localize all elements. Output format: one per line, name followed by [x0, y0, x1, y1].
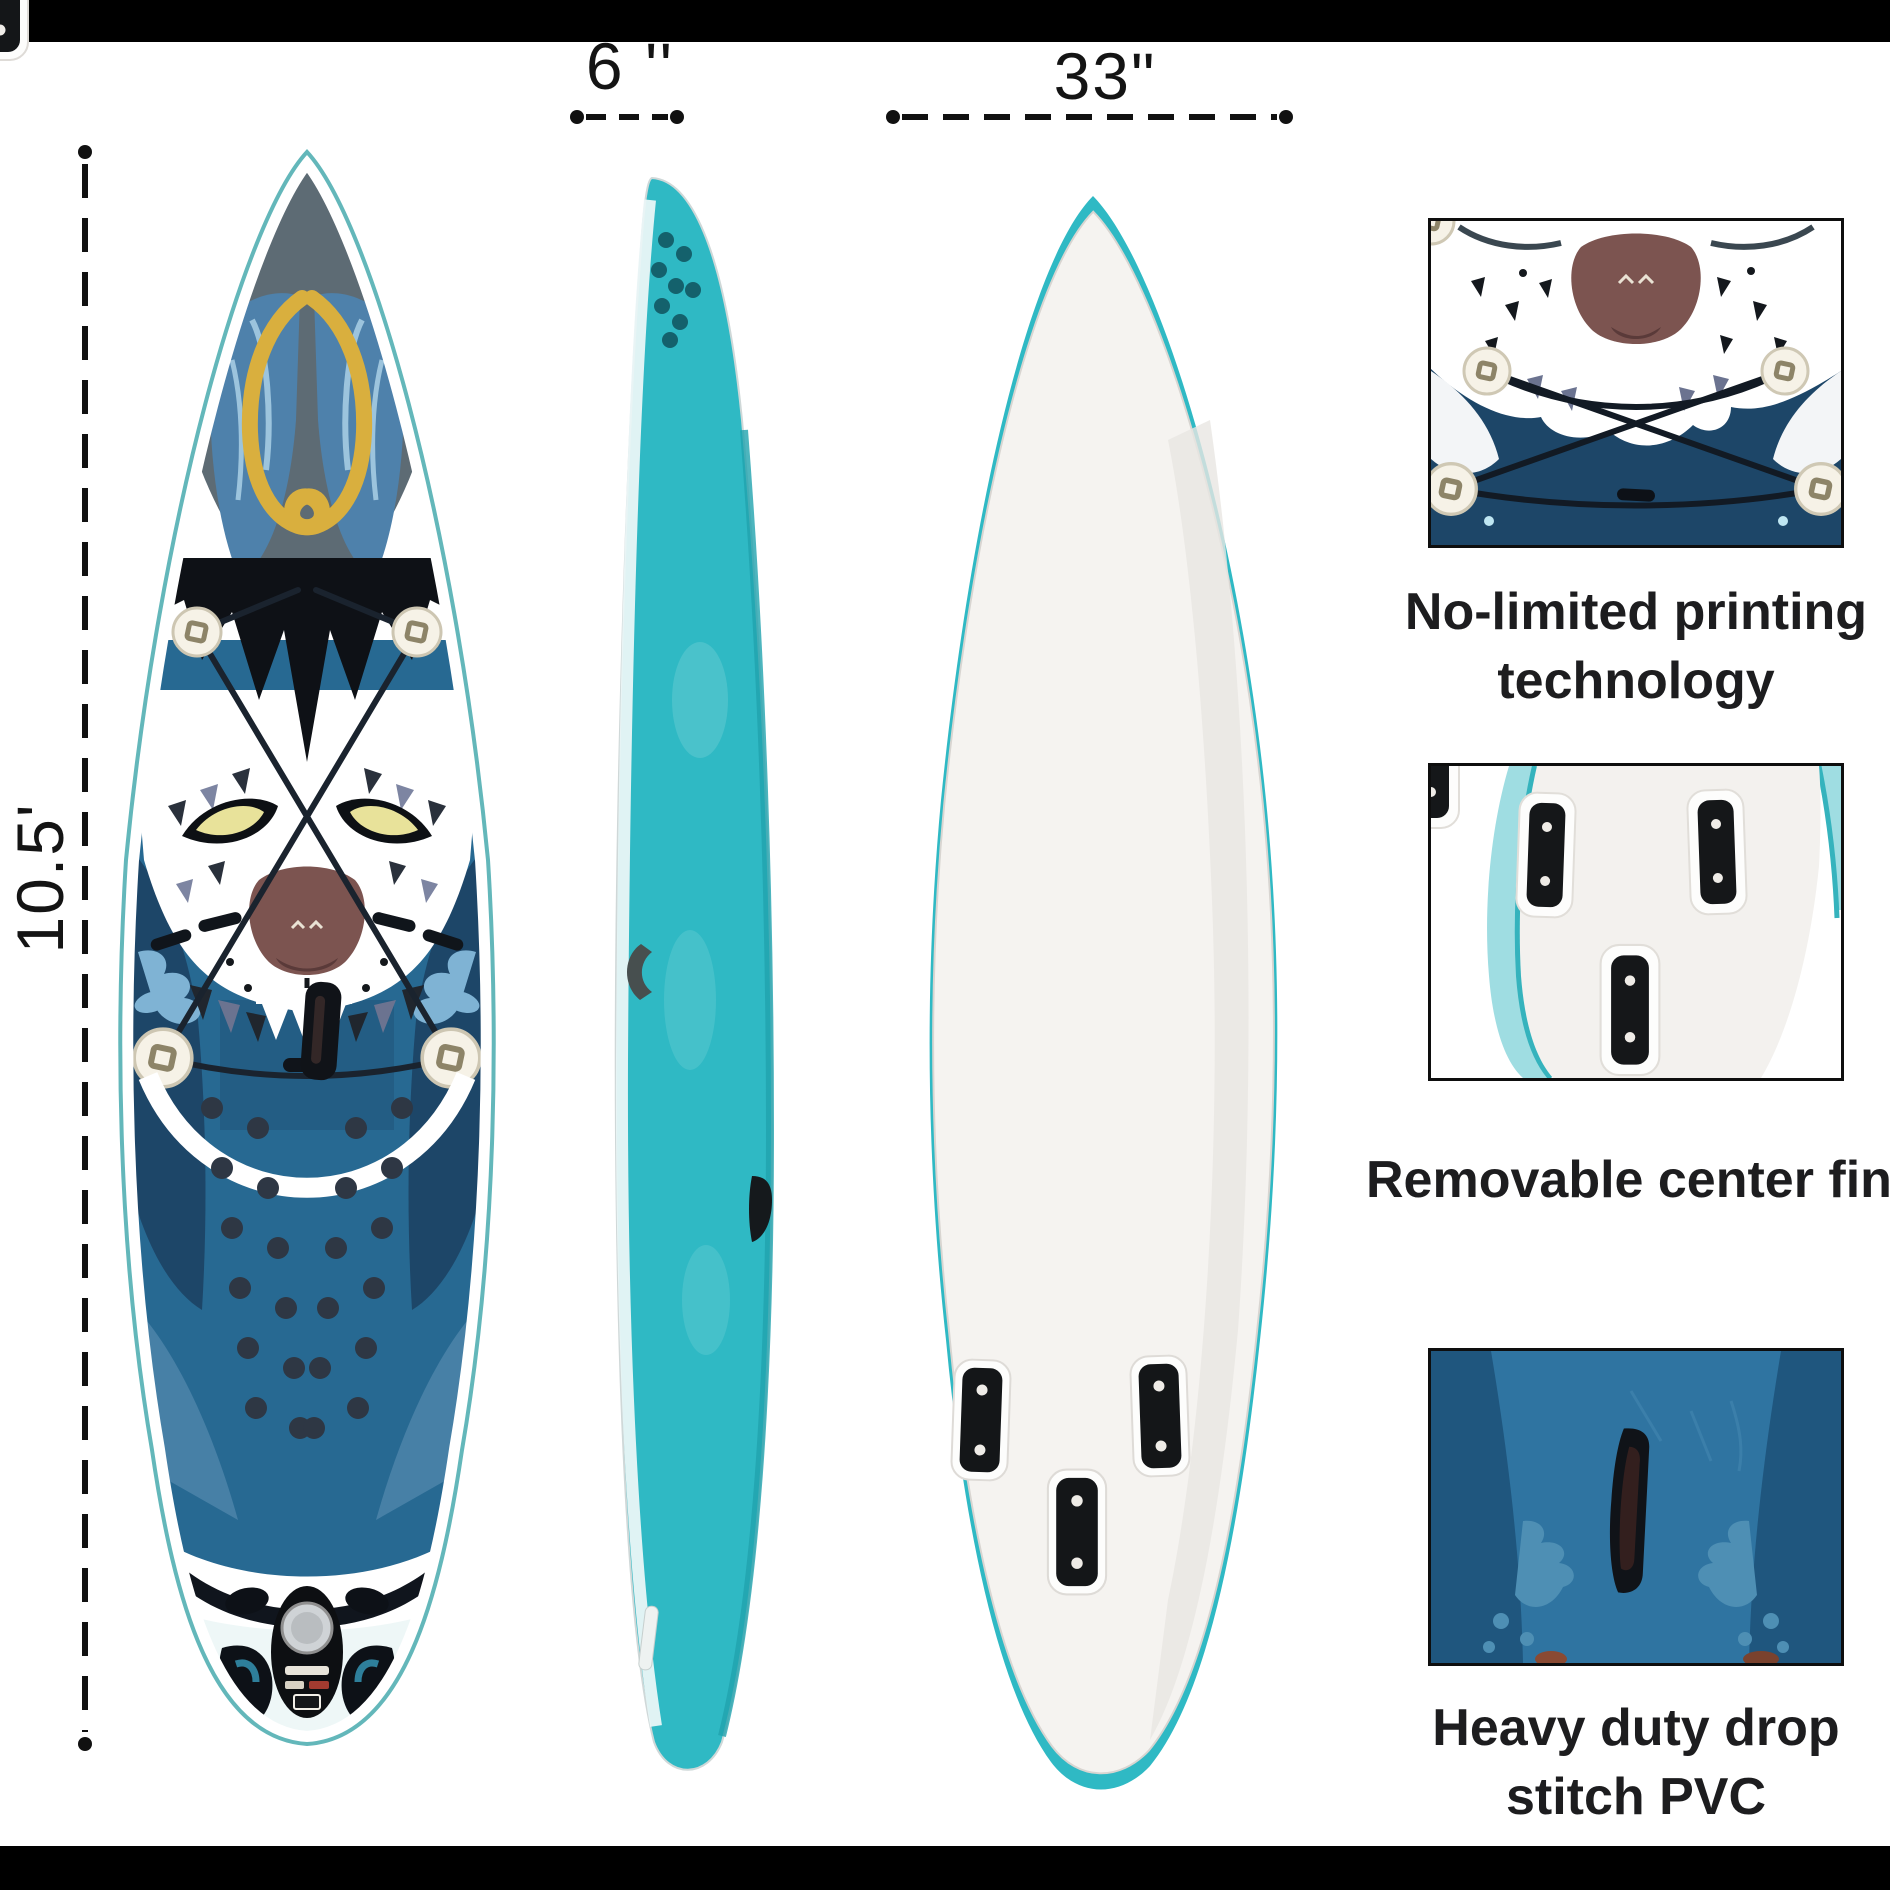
length-dimension-label: 10.5' — [3, 802, 77, 954]
printing-feature-caption: No-limited printing technology — [1404, 583, 1868, 711]
fin-mount-boxes — [0, 0, 1192, 1596]
bottom-back-view-board — [0, 0, 1278, 1790]
center-fin-feature-caption: Removable center fin — [1366, 1151, 1890, 1209]
printing-detail-box — [1428, 218, 1844, 548]
air-valve-dots — [651, 232, 701, 348]
d-ring-zoom — [1431, 221, 1841, 514]
top-letterbox-bar — [0, 0, 1890, 42]
tail-logo-badge — [271, 1586, 343, 1718]
width-dimension-line — [886, 110, 1293, 124]
pvc-material-zoom — [1431, 1351, 1841, 1663]
side-fin-profile — [749, 1176, 772, 1242]
center-fin-detail-box — [1428, 763, 1844, 1081]
pvc-material-detail-box — [1428, 1348, 1844, 1666]
thickness-dimension-line — [570, 110, 684, 124]
thickness-dimension-label: 6 '' — [585, 29, 675, 103]
printing-detail-zoom — [1431, 221, 1841, 545]
fin-mount-boxes-zoom — [1431, 766, 1749, 1077]
pvc-feature-caption: Heavy duty drop stitch PVC — [1432, 1699, 1840, 1827]
length-dimension-line — [78, 145, 92, 1751]
side-strap-loop — [626, 944, 652, 1000]
width-dimension-label: 33" — [1053, 39, 1157, 113]
deck-carry-handle — [300, 981, 342, 1081]
bottom-letterbox-bar — [0, 1846, 1890, 1890]
side-profile-view-board — [614, 176, 775, 1771]
handle-zoom — [1609, 1428, 1650, 1593]
center-fin-zoom — [1431, 766, 1841, 1078]
front-deck-view-board — [0, 0, 530, 1770]
